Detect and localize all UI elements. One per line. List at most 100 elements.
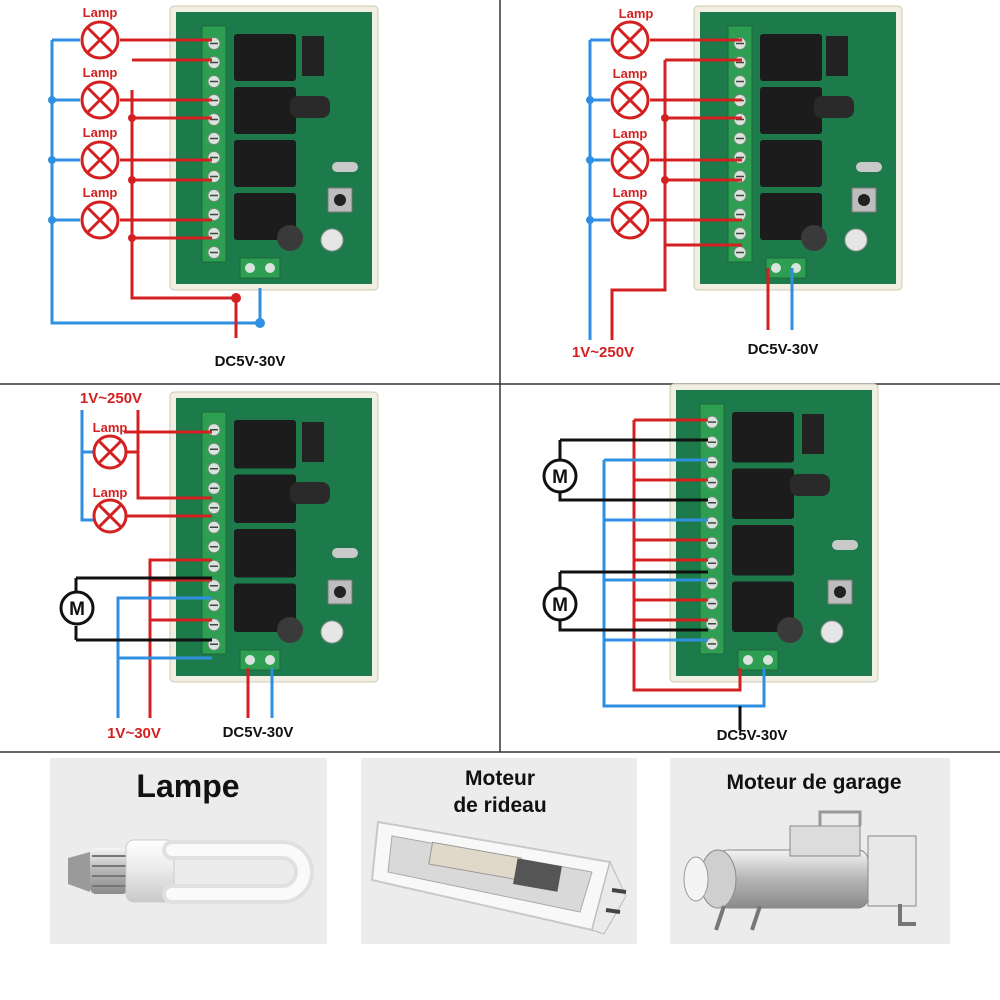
lamp-label: Lamp <box>619 6 654 21</box>
panel-2-wiring <box>586 38 794 340</box>
panel-4-wiring <box>558 418 766 730</box>
relay-board <box>669 383 879 683</box>
antenna-coil <box>290 96 330 118</box>
inductor <box>277 617 303 643</box>
button-cap <box>334 194 346 206</box>
capacitor <box>820 620 844 644</box>
relay-board <box>693 5 903 291</box>
relay <box>234 529 296 578</box>
relay <box>732 581 794 632</box>
lamp-icon <box>92 434 128 470</box>
product-title-line2: de rideau <box>453 794 546 817</box>
antenna-coil <box>290 482 330 504</box>
terminal-screw <box>265 263 275 273</box>
lamp-label: Lamp <box>83 5 118 20</box>
relay <box>732 412 794 463</box>
motor-icon <box>542 458 578 494</box>
terminal-screw <box>743 655 753 665</box>
lamp-label: Lamp <box>613 126 648 141</box>
motor-icon <box>59 590 95 626</box>
ic-chip <box>826 36 848 76</box>
capacitor <box>844 228 868 252</box>
inductor <box>777 617 803 643</box>
relay <box>760 34 822 81</box>
motor-icon <box>542 586 578 622</box>
bulb-icon <box>68 839 314 904</box>
relay <box>234 420 296 469</box>
crystal <box>332 548 358 558</box>
ic-chip <box>302 422 324 462</box>
lamp-label: Lamp <box>93 485 128 500</box>
garage-motor-icon <box>683 810 917 931</box>
terminal-screw <box>245 655 255 665</box>
lamp-icon <box>80 20 120 60</box>
crystal <box>832 540 858 550</box>
power-label: DC5V-30V <box>748 341 819 358</box>
relay <box>234 87 296 134</box>
ic-chip <box>302 36 324 76</box>
product-title-line1: Moteur <box>465 767 535 790</box>
lamp-icon <box>80 80 120 120</box>
panel-3-wiring <box>74 410 274 718</box>
antenna-coil <box>814 96 854 118</box>
antenna-coil <box>790 474 830 496</box>
relay <box>760 87 822 134</box>
ic-chip <box>802 414 824 454</box>
lamp-icon <box>610 140 650 180</box>
motor-label: M <box>552 467 568 488</box>
product-tile-garage-motor: Moteur de garage <box>670 758 950 944</box>
lamp-icon <box>80 140 120 180</box>
lamp-icon <box>92 498 128 534</box>
button-cap <box>858 194 870 206</box>
relay <box>234 474 296 523</box>
button-cap <box>334 586 346 598</box>
motor-label: M <box>552 595 568 616</box>
relay-board <box>169 5 379 291</box>
crystal <box>332 162 358 172</box>
terminal-screw <box>245 263 255 273</box>
capacitor <box>320 620 344 644</box>
relay <box>732 468 794 519</box>
power-label: DC5V-30V <box>717 727 788 744</box>
product-title: Lampe <box>136 768 239 804</box>
lamp-icon <box>610 200 650 240</box>
motor-voltage-label: 1V~30V <box>107 725 161 742</box>
terminal-screw <box>771 263 781 273</box>
lamp-icon <box>80 200 120 240</box>
lamp-icon <box>610 20 650 60</box>
product-title: Moteur de garage <box>726 771 901 794</box>
inductor <box>801 225 827 251</box>
lamp-label: Lamp <box>613 66 648 81</box>
panel-1-wiring <box>48 38 265 338</box>
lamp-label: Lamp <box>613 185 648 200</box>
load-voltage-label: 1V~250V <box>572 344 634 361</box>
power-label: DC5V-30V <box>215 353 286 370</box>
motor-label: M <box>69 599 85 620</box>
power-label: DC5V-30V <box>223 724 294 741</box>
terminal-screw <box>265 655 275 665</box>
relay <box>234 193 296 240</box>
terminal-screw <box>763 655 773 665</box>
lamp-label: Lamp <box>93 420 128 435</box>
lamp-voltage-label: 1V~250V <box>80 390 142 407</box>
relay <box>234 34 296 81</box>
relay-board <box>169 391 379 683</box>
relay-boards <box>169 5 903 683</box>
relay <box>234 140 296 187</box>
relay <box>234 583 296 632</box>
curtain-motor-icon <box>370 820 627 935</box>
relay <box>760 140 822 187</box>
lamp-icon <box>610 80 650 120</box>
lamp-label: Lamp <box>83 185 118 200</box>
crystal <box>856 162 882 172</box>
product-tile-lamp: Lampe <box>50 758 327 944</box>
lamp-group <box>80 20 650 534</box>
product-tile-curtain-motor: Moteur de rideau <box>361 758 637 944</box>
inductor <box>277 225 303 251</box>
button-cap <box>834 586 846 598</box>
lamp-label: Lamp <box>83 125 118 140</box>
lamp-label: Lamp <box>83 65 118 80</box>
relay <box>732 525 794 576</box>
capacitor <box>320 228 344 252</box>
